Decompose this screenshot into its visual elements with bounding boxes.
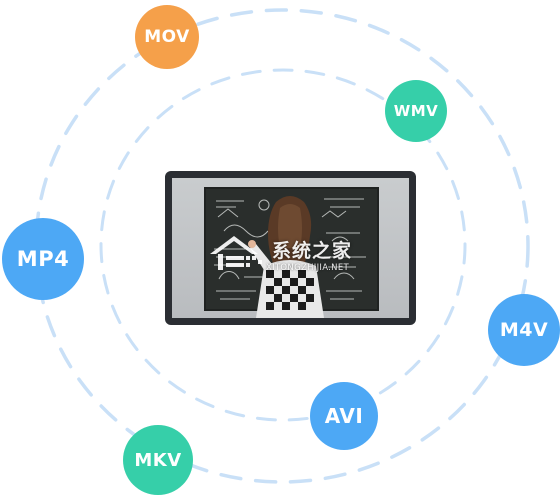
format-badge-avi[interactable]: AVI: [310, 382, 378, 450]
inner-dashed-ring: [99, 68, 467, 422]
video-preview-monitor: 系统之家 XITONGZHIJIA.NET: [165, 171, 416, 325]
format-label-mp4: MP4: [16, 247, 70, 271]
format-label-mov: MOV: [144, 27, 190, 47]
format-badge-mov[interactable]: MOV: [135, 5, 199, 69]
video-preview-screen: 系统之家 XITONGZHIJIA.NET: [172, 178, 409, 318]
format-label-mkv: MKV: [134, 449, 182, 471]
format-label-avi: AVI: [324, 404, 364, 428]
format-badge-mp4[interactable]: MP4: [2, 218, 84, 300]
format-badge-mkv[interactable]: MKV: [123, 425, 193, 495]
outer-dashed-ring: [34, 8, 530, 484]
format-label-wmv: WMV: [393, 102, 439, 120]
format-badge-wmv[interactable]: WMV: [385, 80, 447, 142]
format-label-m4v: M4V: [499, 319, 549, 341]
teacher-figure: [248, 196, 324, 318]
format-badge-m4v[interactable]: M4V: [488, 294, 560, 366]
